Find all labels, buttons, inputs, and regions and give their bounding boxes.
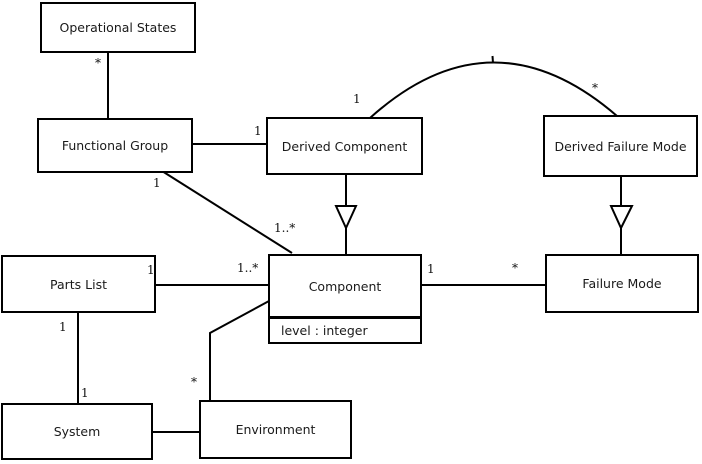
multiplicity-failure-mode-end: * <box>512 261 518 275</box>
multiplicity-environment-end: * <box>191 375 197 389</box>
multiplicity-arc-derived-failure-mode-end: * <box>592 81 598 95</box>
connector-functional-group-component <box>161 170 293 254</box>
multiplicity-arc-derived-component-end: 1 <box>353 92 361 106</box>
class-title-derived-failure-mode: Derived Failure Mode <box>554 138 687 154</box>
class-title-component: Component <box>308 278 382 294</box>
multiplicity-operational-states-end: * <box>95 56 101 70</box>
generalization-triangle-failure-mode-icon <box>609 205 634 231</box>
class-component[interactable]: Component level : integer <box>268 254 422 344</box>
class-title-system: System <box>53 424 101 439</box>
class-title-functional-group: Functional Group <box>61 138 169 153</box>
multiplicity-component-left-end: 1..* <box>237 261 259 275</box>
class-title-operational-states: Operational States <box>59 20 177 35</box>
class-functional-group[interactable]: Functional Group <box>37 118 193 173</box>
class-title-environment: Environment <box>235 422 316 437</box>
class-component-name-compartment: Component <box>270 256 420 319</box>
class-component-attribute-compartment: level : integer <box>270 319 420 342</box>
connector-environment-component <box>209 300 270 401</box>
generalization-triangle-component-icon <box>334 205 358 231</box>
arc-midpoint-tick <box>491 55 494 64</box>
connector-derived-component-derived-failure-mode-arc <box>369 61 618 119</box>
class-failure-mode[interactable]: Failure Mode <box>545 254 699 313</box>
multiplicity-parts-list-bottom-end: 1 <box>59 320 67 334</box>
multiplicity-parts-list-right-end: 1 <box>147 263 155 277</box>
class-title-derived-component: Derived Component <box>281 138 408 154</box>
class-environment[interactable]: Environment <box>199 400 352 459</box>
class-title-failure-mode: Failure Mode <box>582 276 662 291</box>
class-operational-states[interactable]: Operational States <box>40 2 196 53</box>
multiplicity-system-end: 1 <box>81 386 89 400</box>
multiplicity-component-end-from-functional-group: 1..* <box>274 221 296 235</box>
class-derived-component[interactable]: Derived Component <box>266 117 423 175</box>
multiplicity-functional-group-end: 1 <box>153 176 161 190</box>
class-derived-failure-mode[interactable]: Derived Failure Mode <box>543 115 698 177</box>
class-system[interactable]: System <box>1 403 153 460</box>
class-parts-list[interactable]: Parts List <box>1 255 156 313</box>
multiplicity-component-right-end: 1 <box>427 262 435 276</box>
component-attribute-level: level : integer <box>281 323 368 338</box>
multiplicity-derived-component-end: 1 <box>254 124 262 138</box>
class-title-parts-list: Parts List <box>49 276 107 292</box>
